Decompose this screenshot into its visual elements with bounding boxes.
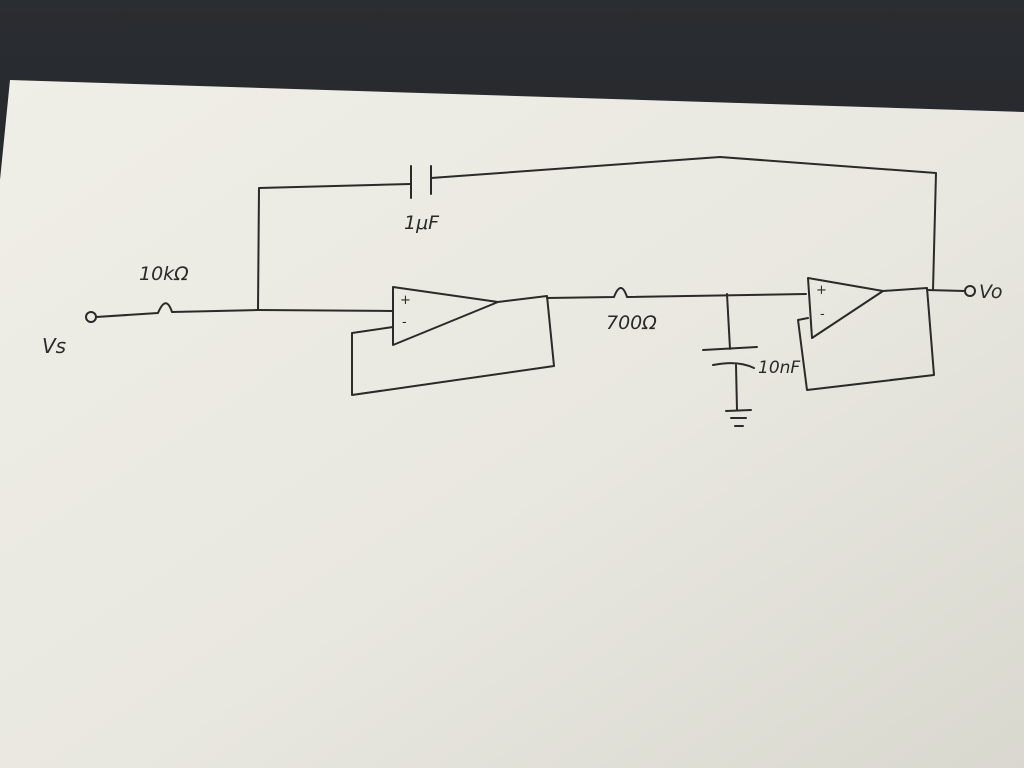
opamp-1-feedback (351, 295, 555, 396)
opamp-1-plus: + (400, 293, 411, 308)
paper-sheet (0, 80, 1024, 768)
c1-capacitor (410, 165, 432, 199)
c-ground-label: 10nF (758, 358, 800, 378)
r1-resistor (95, 302, 259, 318)
r2-label: 700Ω (606, 312, 657, 334)
output-terminal (964, 285, 976, 297)
opamp-2-minus: - (820, 307, 825, 322)
c-feedback-label: 1μF (404, 212, 440, 234)
opamp-2 (807, 277, 884, 339)
circuit-sketch (85, 156, 976, 427)
output-wire (926, 289, 966, 292)
c2-capacitor (702, 293, 758, 411)
feedback-wire-right (430, 156, 937, 291)
feedback-wire-left (257, 183, 411, 311)
r2-resistor (546, 287, 807, 299)
output-label: Vo (979, 281, 1003, 303)
source-label: Vs (42, 334, 66, 358)
opamp-2-plus: + (816, 283, 827, 298)
ground-symbol (725, 409, 752, 427)
r1-label: 10kΩ (139, 263, 189, 285)
opamp-1-input (257, 309, 394, 312)
opamp-2-feedback (797, 287, 935, 391)
opamp-1-minus: - (402, 315, 407, 330)
opamp-1 (392, 286, 499, 346)
